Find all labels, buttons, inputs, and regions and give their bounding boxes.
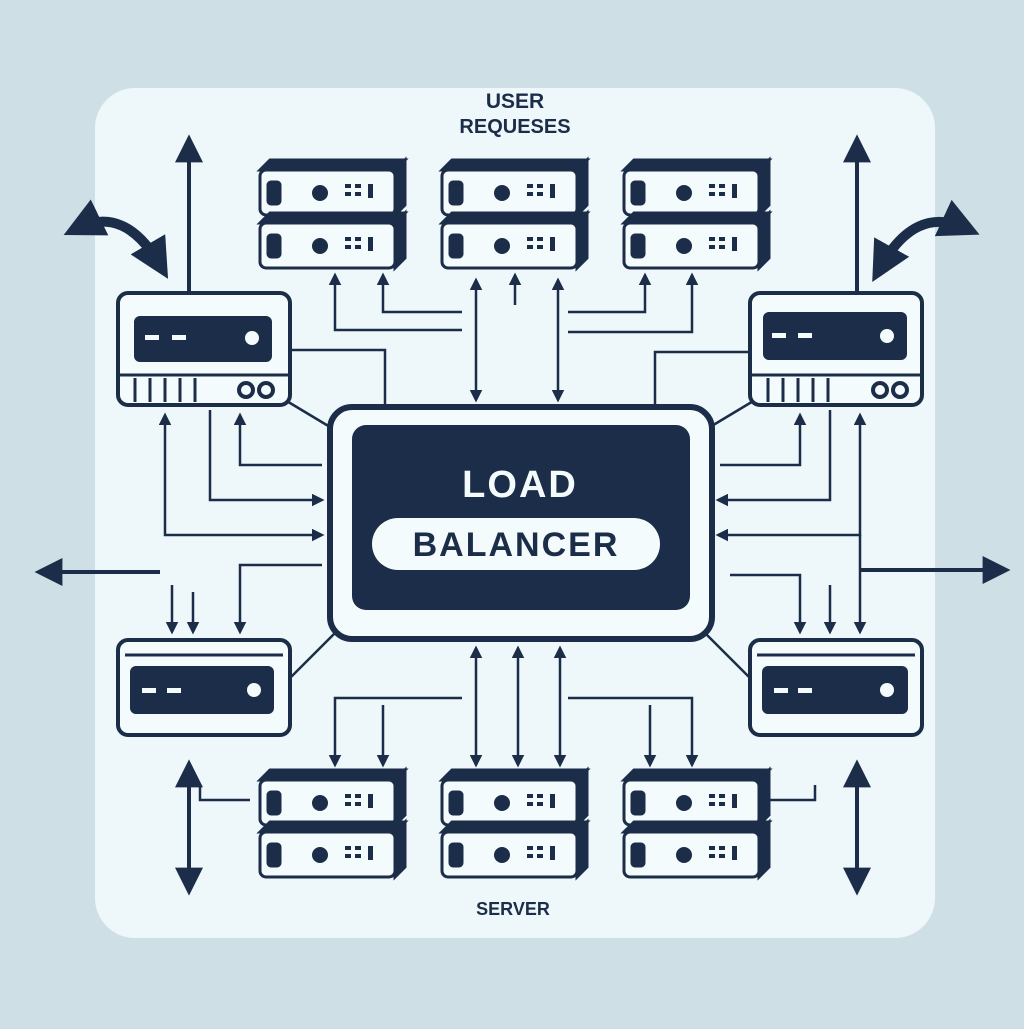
server-label: SERVER	[476, 899, 550, 919]
rack-server-icon	[620, 156, 773, 219]
outer-arrows	[34, 134, 1011, 896]
load-label: LOAD	[462, 464, 578, 506]
big-server-top-left	[116, 291, 292, 407]
connector-arrows	[158, 272, 867, 802]
rack-server-icon	[438, 156, 591, 219]
rack-server-icon	[256, 209, 409, 272]
curved-arrows	[63, 199, 980, 282]
requests-label: REQUESES	[459, 116, 570, 138]
bottom-server-racks	[256, 766, 773, 881]
big-server-bottom-left	[116, 638, 292, 737]
big-server-bottom-right	[748, 638, 924, 737]
rack-server-icon	[256, 766, 409, 829]
rack-server-icon	[256, 156, 409, 219]
top-server-racks	[256, 156, 773, 272]
rack-server-icon	[256, 818, 409, 881]
curved-arrow-icon	[63, 199, 169, 279]
curved-arrow-icon	[872, 199, 980, 282]
rack-server-icon	[620, 766, 773, 829]
balancer-label: BALANCER	[413, 526, 620, 564]
load-balancer-box	[327, 404, 715, 642]
rack-server-icon	[620, 209, 773, 272]
rack-server-icon	[438, 766, 591, 829]
rack-server-icon	[438, 818, 591, 881]
rack-server-icon	[438, 209, 591, 272]
big-server-top-right	[748, 291, 924, 407]
rack-server-icon	[620, 818, 773, 881]
user-label: USER	[486, 90, 544, 113]
